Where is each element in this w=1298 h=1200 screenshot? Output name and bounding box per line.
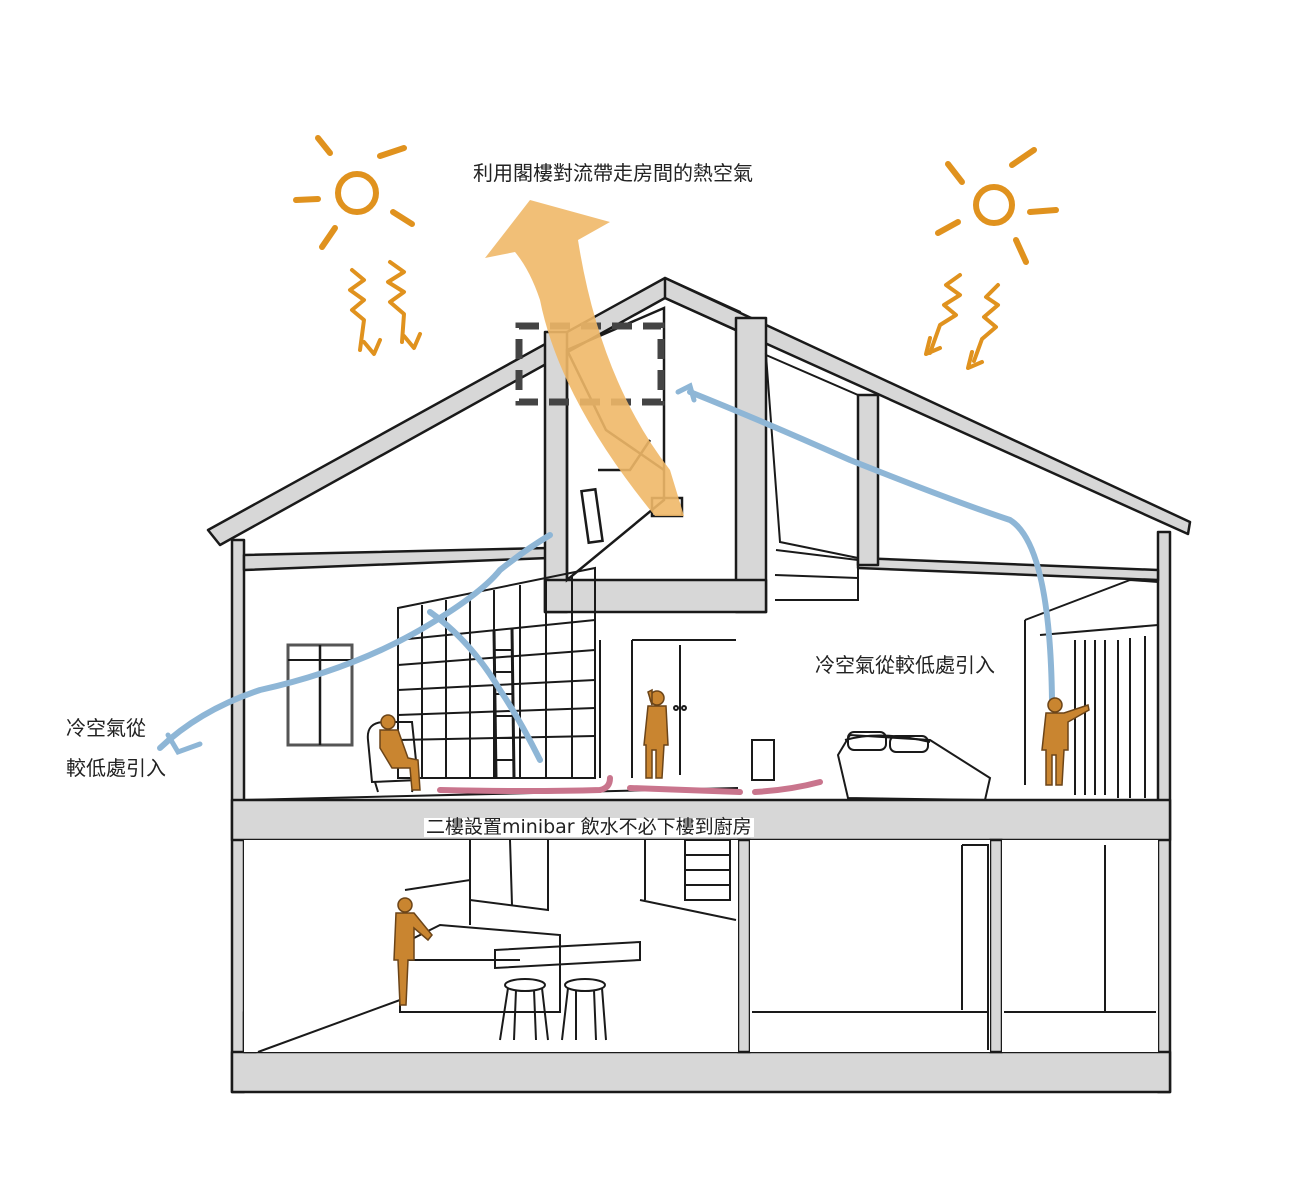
person-pointing-icon <box>1041 697 1090 786</box>
cool-air-left-label-line2: 較低處引入 <box>66 756 166 780</box>
ground-floor-kitchen <box>257 839 1156 1053</box>
person-cooking-icon <box>393 897 433 1006</box>
sun-ray-arrows <box>348 260 1000 370</box>
hot-air-label: 利用閣樓對流帶走房間的熱空氣 <box>473 161 753 185</box>
sun-left-icon <box>293 135 415 250</box>
sun-right-icon <box>935 147 1059 265</box>
hot-air-arrow <box>485 200 684 516</box>
cool-air-right-label: 冷空氣從較低處引入 <box>815 653 995 677</box>
person-figures <box>379 688 1090 1006</box>
floor-air-flows <box>437 775 823 795</box>
cool-air-flows <box>157 382 1055 763</box>
person-seated-icon <box>379 714 421 791</box>
person-standing-icon <box>643 688 669 779</box>
minibar-label: 二樓設置minibar 飲水不必下樓到廚房 <box>424 816 754 838</box>
cool-air-left-label-line1: 冷空氣從 <box>66 716 146 740</box>
